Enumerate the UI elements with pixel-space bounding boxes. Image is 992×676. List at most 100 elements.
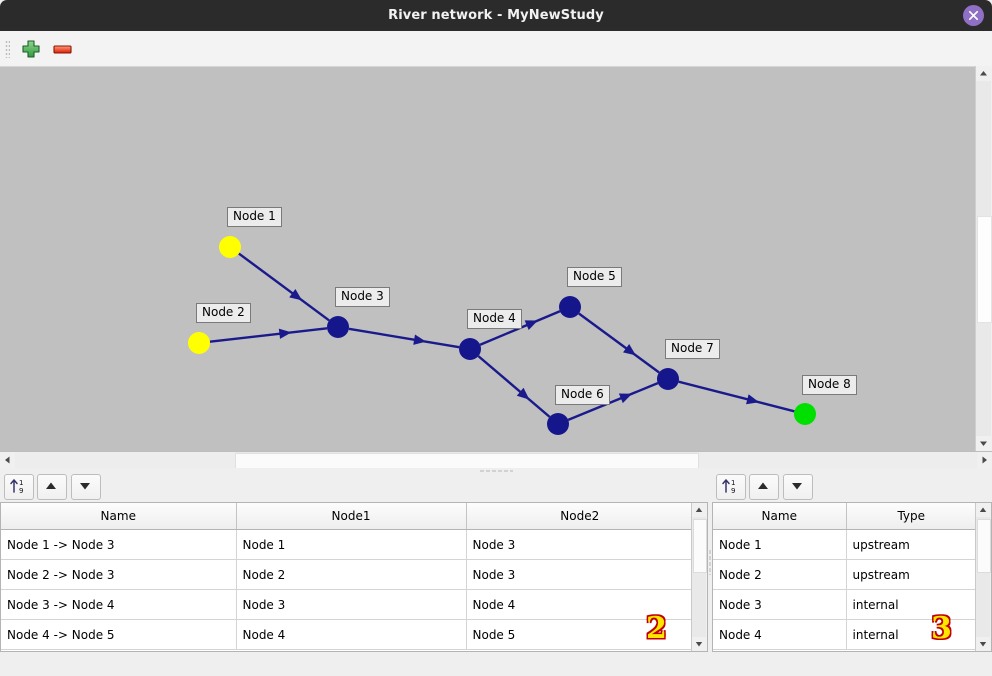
delete-node-icon[interactable] (50, 37, 76, 61)
table-cell[interactable]: Node 2 -> Node 3 (1, 559, 237, 590)
table-cell[interactable]: internal (846, 619, 976, 650)
close-icon[interactable] (963, 5, 984, 26)
scroll-down-icon[interactable] (976, 436, 991, 451)
scroll-up-icon[interactable] (976, 503, 990, 517)
scroll-down-icon[interactable] (976, 637, 990, 651)
table-cell[interactable]: Node 1 -> Node 3 (1, 529, 237, 560)
svg-text:9: 9 (731, 487, 735, 495)
graph-node-node-6[interactable] (547, 413, 569, 435)
branch-sort-button[interactable]: 1 9 (4, 474, 34, 500)
table-cell[interactable]: Node 3 (466, 529, 692, 560)
graph-node-node-4[interactable] (459, 338, 481, 360)
graph-node-node-5[interactable] (559, 296, 581, 318)
table-cell[interactable]: Node 3 (236, 589, 467, 620)
node-label-node-3[interactable]: Node 3 (335, 287, 390, 307)
add-node-icon[interactable] (18, 37, 44, 61)
canvas-horizontal-scrollbar[interactable] (0, 451, 992, 469)
scrollbar-thumb[interactable] (977, 519, 991, 573)
table-cell[interactable]: Node 1 (236, 529, 467, 560)
graph-edge[interactable] (578, 312, 660, 374)
scrollbar-thumb[interactable] (235, 453, 699, 469)
node-move-down-button[interactable] (783, 474, 813, 500)
node-move-up-button[interactable] (749, 474, 779, 500)
graph-node-node-2[interactable] (188, 332, 210, 354)
branch-move-up-button[interactable] (37, 474, 67, 500)
scroll-up-icon[interactable] (692, 503, 706, 517)
node-label-node-1[interactable]: Node 1 (227, 207, 282, 227)
graph-edge[interactable] (209, 327, 328, 343)
scrollbar-thumb[interactable] (977, 216, 992, 323)
table-cell[interactable]: Node 2 (713, 559, 847, 590)
graph-edge[interactable] (567, 382, 659, 421)
graph-node-node-8[interactable] (794, 403, 816, 425)
splitter-grip[interactable] (479, 470, 513, 472)
scroll-down-icon[interactable] (692, 637, 706, 651)
canvas-vertical-scrollbar[interactable] (975, 66, 992, 451)
table-cell[interactable]: Node 4 -> Node 5 (1, 619, 237, 650)
scroll-left-icon[interactable] (0, 452, 15, 468)
table-cell[interactable]: Node 3 -> Node 4 (1, 589, 237, 620)
column-header-name[interactable]: Name (713, 503, 847, 530)
graph-edge[interactable] (477, 355, 551, 418)
scrollbar-thumb[interactable] (693, 519, 707, 573)
scroll-up-icon[interactable] (976, 66, 991, 81)
horizontal-splitter[interactable] (0, 468, 992, 474)
table-cell[interactable]: Node 4 (466, 589, 692, 620)
node-sort-button[interactable]: 1 9 (716, 474, 746, 500)
table-cell[interactable]: Node 1 (713, 529, 847, 560)
column-header-name[interactable]: Name (1, 503, 237, 530)
node-label-node-5[interactable]: Node 5 (567, 267, 622, 287)
table-cell[interactable]: upstream (846, 559, 976, 590)
table-cell[interactable]: Node 5 (466, 619, 692, 650)
network-canvas[interactable]: Node 1 Node 2 Node 3 Node 4 Node 5 Node 6 Node… (0, 66, 992, 467)
table-cell[interactable]: Node 3 (466, 559, 692, 590)
graph-edge[interactable] (348, 327, 460, 349)
splitter-grip[interactable] (709, 549, 711, 575)
toolbar-drag-handle[interactable] (5, 40, 10, 58)
network-canvas-viewport[interactable]: Node 1 Node 2 Node 3 Node 4 Node 5 Node 6 Node… (0, 67, 975, 452)
scroll-right-icon[interactable] (977, 452, 992, 468)
column-header-node1[interactable]: Node1 (236, 503, 467, 530)
table-cell[interactable]: Node 4 (236, 619, 467, 650)
graph-node-node-1[interactable] (219, 236, 241, 258)
node-table-scrollbar[interactable] (975, 503, 991, 651)
edge-arrow-icon (289, 288, 303, 301)
node-label-node-2[interactable]: Node 2 (196, 303, 251, 323)
node-label-node-6[interactable]: Node 6 (555, 385, 610, 405)
table-cell[interactable]: Node 3 (713, 589, 847, 620)
node-label-node-8[interactable]: Node 8 (802, 375, 857, 395)
table-cell[interactable]: Node 4 (713, 619, 847, 650)
branch-table-scrollbar[interactable] (691, 503, 707, 651)
column-header-node2[interactable]: Node2 (466, 503, 692, 530)
column-header-type[interactable]: Type (846, 503, 976, 530)
table-cell[interactable]: Node 2 (236, 559, 467, 590)
vertical-splitter[interactable] (708, 472, 712, 652)
node-label-node-7[interactable]: Node 7 (665, 339, 720, 359)
graph-node-node-3[interactable] (327, 316, 349, 338)
branch-move-down-button[interactable] (71, 474, 101, 500)
graph-edge[interactable] (238, 252, 330, 322)
graph-node-node-7[interactable] (657, 368, 679, 390)
scrollbar-track-right[interactable] (697, 452, 977, 468)
graph-edge[interactable] (678, 380, 795, 413)
table-cell[interactable]: upstream (846, 529, 976, 560)
scrollbar-track-left[interactable] (15, 452, 235, 468)
table-cell[interactable]: internal (846, 589, 976, 620)
node-label-node-4[interactable]: Node 4 (467, 309, 522, 329)
